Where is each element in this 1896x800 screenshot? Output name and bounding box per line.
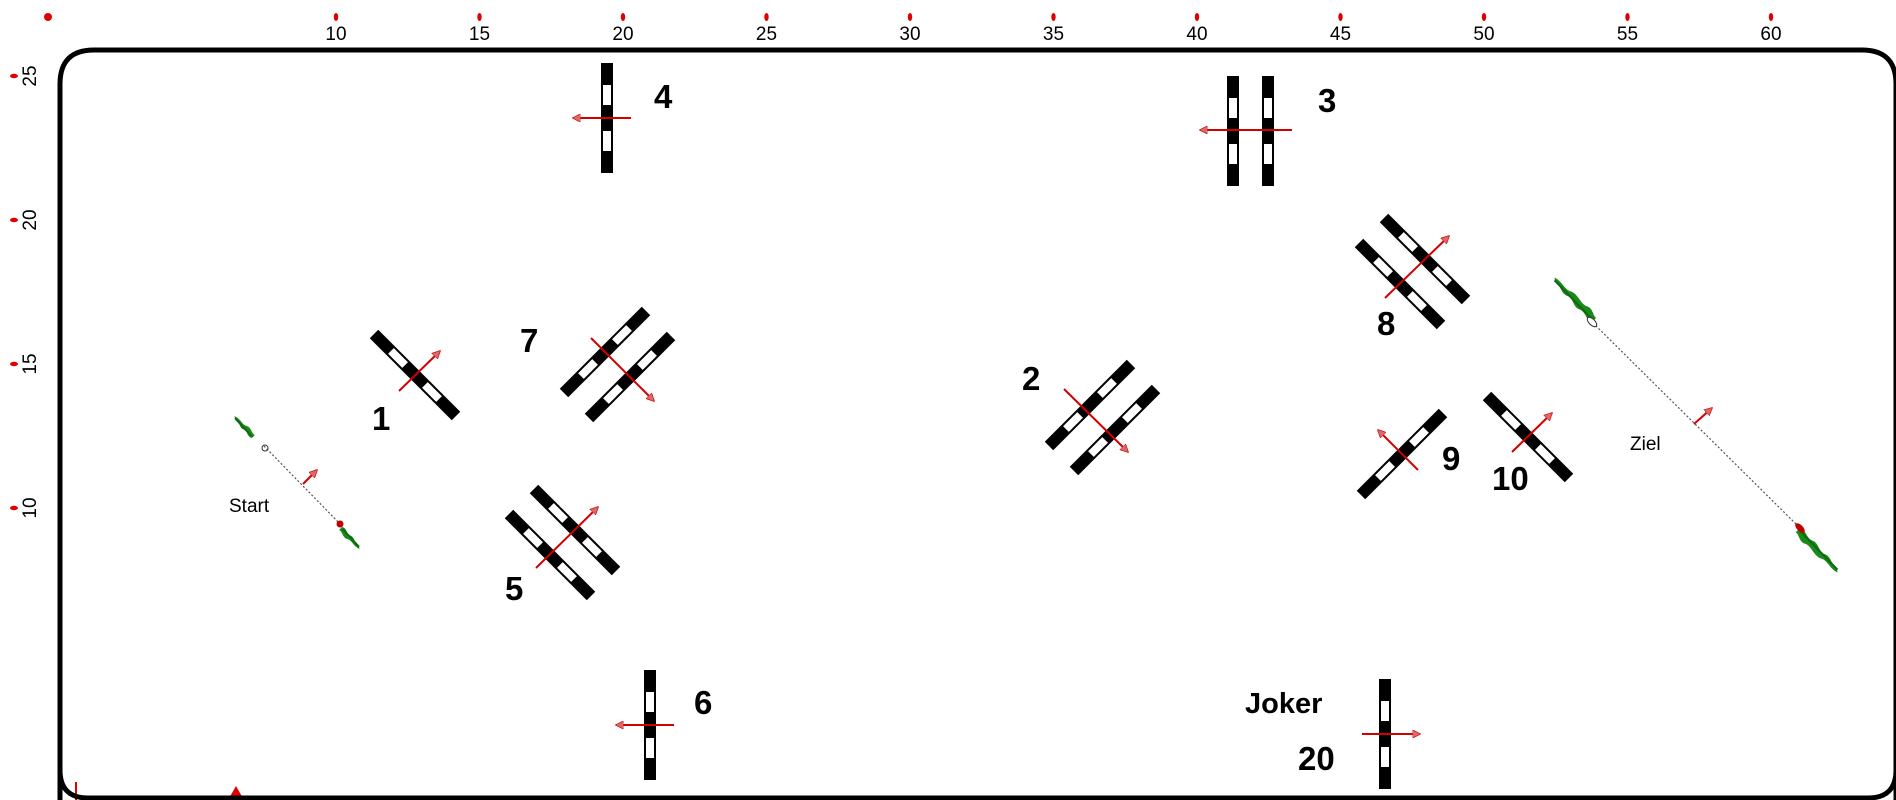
obstacle-2-number: 2	[1022, 360, 1040, 397]
x-tick-dot	[1481, 13, 1487, 21]
x-tick-dot	[764, 13, 769, 21]
obstacle-5[interactable]: 5	[504, 484, 621, 607]
x-tick-label: 35	[1043, 24, 1064, 45]
y-tick-dot	[10, 505, 18, 511]
x-axis-ticks: 10 15 20 25 30 35 40 45 50 55 60	[325, 13, 1782, 45]
obstacle-5-number: 5	[505, 570, 523, 607]
y-tick-label: 25	[20, 65, 41, 86]
y-tick-label: 10	[20, 497, 41, 518]
y-tick-label: 20	[20, 209, 41, 230]
obstacle-7[interactable]: 7	[520, 306, 676, 423]
obstacle-9[interactable]: 9	[1356, 408, 1461, 500]
y-tick-dot	[10, 217, 18, 223]
x-tick-label: 15	[469, 24, 490, 45]
x-tick-label: 60	[1760, 24, 1781, 45]
obstacle-6[interactable]: 6	[616, 670, 712, 780]
obstacle-3-number: 3	[1318, 82, 1336, 119]
finish-label: Ziel	[1630, 434, 1661, 455]
x-tick-label: 45	[1330, 24, 1351, 45]
obstacle-3[interactable]: 3	[1200, 76, 1336, 186]
obstacle-9-number: 9	[1442, 440, 1460, 477]
finish-line[interactable]: Ziel	[1550, 275, 1841, 575]
obstacle-8-number: 8	[1377, 305, 1395, 342]
x-tick-label: 10	[325, 24, 346, 45]
obstacle-10-number: 10	[1492, 460, 1529, 497]
obstacle-4[interactable]: 4	[573, 63, 673, 173]
x-tick-dot	[1768, 13, 1774, 21]
x-tick-label: 20	[612, 24, 633, 45]
x-tick-dot	[333, 13, 339, 21]
start-label: Start	[229, 496, 270, 517]
x-tick-label: 30	[899, 24, 920, 45]
obstacle-10[interactable]: 10	[1482, 391, 1574, 497]
x-tick-dot	[1338, 13, 1343, 21]
arena-border-bottom	[57, 769, 1896, 800]
arena-border	[57, 47, 1896, 800]
obstacle-1-number: 1	[372, 400, 390, 437]
y-tick-label: 15	[20, 353, 41, 374]
obstacle-4-number: 4	[654, 78, 673, 115]
x-tick-dot	[1194, 13, 1200, 21]
x-tick-dot	[477, 13, 482, 21]
x-tick-label: 25	[756, 24, 777, 45]
y-tick-dot	[10, 361, 18, 367]
x-tick-label: 40	[1186, 24, 1207, 45]
x-tick-dot	[1625, 13, 1630, 21]
obstacle-6-number: 6	[694, 684, 712, 721]
y-tick-dot	[10, 73, 18, 79]
obstacle-7-number: 7	[520, 322, 538, 359]
obstacle-1[interactable]: 1	[369, 329, 461, 437]
joker-points: 20	[1298, 740, 1335, 777]
joker-label: Joker	[1245, 688, 1322, 720]
obstacle-joker[interactable]: Joker 20	[1245, 679, 1420, 789]
obstacle-2[interactable]: 2	[1022, 359, 1161, 476]
x-tick-dot	[907, 13, 913, 21]
x-tick-label: 50	[1473, 24, 1494, 45]
origin-dot	[44, 13, 52, 21]
start-line[interactable]: Start	[229, 413, 364, 552]
y-axis-ticks: 25 20 15 10	[10, 65, 41, 519]
x-tick-dot	[620, 13, 626, 21]
x-tick-label: 55	[1617, 24, 1638, 45]
x-tick-dot	[1051, 13, 1056, 21]
obstacle-8[interactable]: 8	[1354, 213, 1471, 342]
